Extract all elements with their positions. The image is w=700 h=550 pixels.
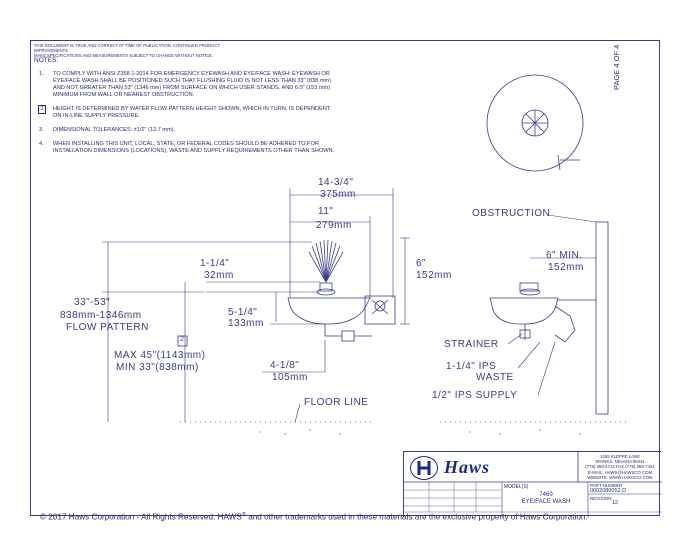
notes-list: 1. TO COMPLY WITH ANSI Z358.1-2014 FOR EM… — [38, 71, 339, 162]
note-ref-box — [177, 335, 188, 347]
dim-head-height-mm: 32mm — [204, 270, 234, 281]
trademark-text: and other trademarks used in these mater… — [248, 512, 588, 522]
flow-pattern-label: FLOW PATTERN — [66, 322, 149, 333]
note-text: WHEN INSTALLING THIS UNIT, LOCAL, STATE,… — [53, 141, 335, 154]
bowl-front-view — [287, 297, 371, 325]
disclaimer-line-1: THIS DOCUMENT IS TRUE AND CORRECT AT TIM… — [34, 43, 220, 53]
bowl-side-view — [489, 297, 559, 325]
dim-drain-in: 4-1/8" — [270, 360, 300, 371]
title-block: Haws 1455 KLEPPE LANE SPARKS, NEVADA 894… — [403, 451, 662, 518]
note-item: 1. TO COMPLY WITH ANSI Z358.1-2014 FOR EM… — [39, 71, 339, 99]
bowl-top-view — [486, 74, 584, 172]
dim-head-height-in: 1-1/4" — [200, 258, 230, 269]
dim-bowl-depth-mm: 133mm — [228, 318, 264, 329]
address-line: 1455 KLEPPE LANE — [600, 454, 640, 459]
note-text: DIMENSIONAL TOLERANCES: ±1/2" (12.7 mm). — [53, 127, 176, 133]
note-text: TO COMPLY WITH ANSI Z358.1-2014 FOR EMER… — [53, 71, 332, 98]
water-spray — [308, 239, 344, 283]
copyright-notice: © 2017 Haws Corporation - All Rights Res… — [40, 512, 588, 522]
dimension-lines — [102, 188, 597, 423]
dim-projection-in: 6" — [416, 258, 427, 269]
waste-size-label: 1-1/4" IPS — [446, 361, 497, 372]
dim-overall-width-in: 14-3/4" — [318, 177, 354, 188]
part-number: 0002080052.D — [590, 488, 627, 494]
revision-label: REVISION — [590, 496, 612, 501]
dim-flow-range-mm: 838mm-1346mm — [60, 310, 142, 321]
floor-line-label: FLOOR LINE — [304, 397, 369, 408]
waste-label: WASTE — [476, 372, 514, 383]
note-number: 3. — [39, 127, 44, 133]
supply-label: 1/2" IPS SUPPLY — [432, 390, 518, 401]
note-item: 2 HEIGHT IS DETERMINED BY WATER FLOW PATT… — [38, 105, 339, 120]
company-address: 1455 KLEPPE LANE SPARKS, NEVADA 89431 (7… — [580, 454, 660, 480]
haws-logo-icon — [410, 456, 438, 480]
dim-bowl-width-in: 11" — [318, 206, 334, 217]
copyright-text: © 2017 Haws Corporation - All Rights Res… — [40, 512, 242, 522]
model-label: MODEL(S) — [504, 484, 529, 490]
side-view — [489, 221, 609, 415]
dim-max-height: MAX 45"(1143mm) — [114, 350, 206, 361]
note-text: HEIGHT IS DETERMINED BY WATER FLOW PATTE… — [53, 106, 331, 119]
valve-housing — [364, 295, 396, 325]
drawing-sheet: THIS DOCUMENT IS TRUE AND CORRECT AT TIM… — [30, 40, 662, 518]
top-view — [486, 74, 584, 172]
obstruction-label: OBSTRUCTION — [472, 208, 551, 219]
disclaimer-line-2: MAKE SPECIFICATIONS AND MEASUREMENTS SUB… — [34, 53, 213, 58]
dim-bowl-depth-in: 5-1/4" — [228, 307, 258, 318]
address-line: SPARKS, NEVADA 89431 — [595, 459, 645, 465]
note-ref-number: 2 — [180, 336, 185, 343]
address-line: E-MAIL: HAWS@HAWSCO.COM — [587, 469, 653, 475]
dim-min-height: MIN 33"(838mm) — [116, 362, 199, 373]
note-number: 2 — [38, 105, 46, 114]
address-line: WEBSITE: WWW.HAWSCO.COM — [587, 474, 653, 480]
front-view — [287, 239, 396, 342]
note-number: 4. — [39, 141, 44, 147]
brand-name: Haws — [444, 457, 491, 477]
dim-bowl-width-mm: 279mm — [316, 220, 352, 231]
dim-overall-width-mm: 375mm — [320, 189, 356, 200]
part-number-label: PART NUMBER — [590, 483, 623, 488]
note-item: 3. DIMENSIONAL TOLERANCES: ±1/2" (12.7 mm… — [39, 127, 339, 134]
dim-min-wall-in: 6" MIN. — [546, 250, 583, 261]
note-item: 4. WHEN INSTALLING THIS UNIT, LOCAL, STAT… — [39, 141, 339, 155]
notes-title: NOTES: — [34, 57, 59, 64]
address-line: (775) 359-4712 FAX (775) 359-7424 — [585, 464, 655, 470]
strainer-label: STRAINER — [444, 339, 499, 350]
haws-logo: Haws — [404, 452, 578, 482]
disclaimer: THIS DOCUMENT IS TRUE AND CORRECT AT TIM… — [34, 43, 254, 58]
note-number: 1. — [39, 71, 44, 77]
dim-drain-mm: 105mm — [272, 372, 308, 383]
title-block-grid — [404, 452, 662, 518]
model-number: 7460 — [539, 492, 553, 498]
registered-mark: ® — [241, 512, 246, 518]
revision-number: 12 — [612, 500, 619, 506]
wall-obstruction — [595, 221, 609, 415]
dim-projection-mm: 152mm — [416, 270, 452, 281]
product-name: EYE/FACE WASH — [521, 499, 571, 505]
dim-flow-range-in: 33"-53" — [74, 297, 111, 308]
ground-dots — [259, 429, 581, 435]
dim-min-wall-mm: 152mm — [548, 262, 584, 273]
